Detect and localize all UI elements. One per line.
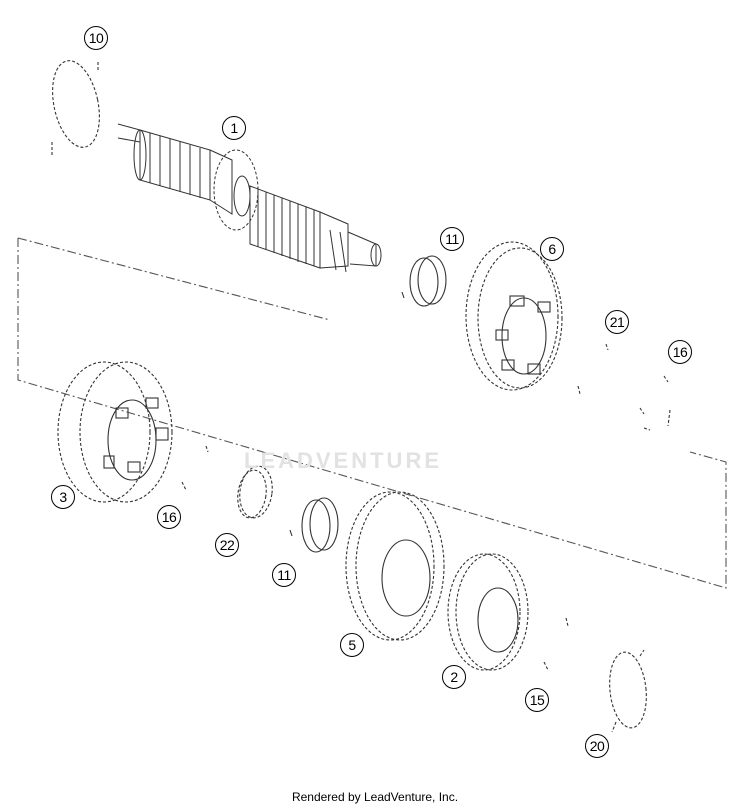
part-5-gear <box>345 491 445 641</box>
callout-part-16[interactable]: 16 <box>157 505 181 529</box>
callout-part-1[interactable]: 1 <box>222 116 246 140</box>
callout-part-2[interactable]: 2 <box>442 665 466 689</box>
part-21-ring <box>577 343 609 395</box>
callout-part-11[interactable]: 11 <box>272 563 296 587</box>
part-22-washer <box>237 465 273 519</box>
part-20-washer <box>609 649 647 733</box>
callout-part-20[interactable]: 20 <box>585 734 609 758</box>
callout-part-10[interactable]: 10 <box>84 26 108 50</box>
callout-part-11[interactable]: 11 <box>440 227 464 251</box>
part-10-washer <box>51 60 100 156</box>
part-15-spacer <box>543 617 569 671</box>
callout-part-15[interactable]: 15 <box>525 688 549 712</box>
callout-part-3[interactable]: 3 <box>51 485 75 509</box>
callout-part-6[interactable]: 6 <box>540 237 564 261</box>
part-2-gear <box>447 553 529 671</box>
callout-part-16[interactable]: 16 <box>668 340 692 364</box>
assembly-guide-lines <box>17 237 727 589</box>
callout-part-21[interactable]: 21 <box>605 310 629 334</box>
part-3-gear <box>57 361 173 503</box>
callout-part-22[interactable]: 22 <box>215 533 239 557</box>
render-credit: Rendered by LeadVenture, Inc. <box>291 790 459 804</box>
part-1-shaft <box>117 123 382 273</box>
part-11-sleeve-upper <box>401 255 447 307</box>
part-11-sleeve-lower <box>289 497 339 553</box>
part-16-circlip-upper <box>639 375 671 431</box>
watermark-text: LEADVENTURE <box>244 448 443 473</box>
part-6-gear <box>465 241 563 391</box>
part-16-circlip-lower <box>181 445 209 491</box>
callout-part-5[interactable]: 5 <box>340 633 364 657</box>
